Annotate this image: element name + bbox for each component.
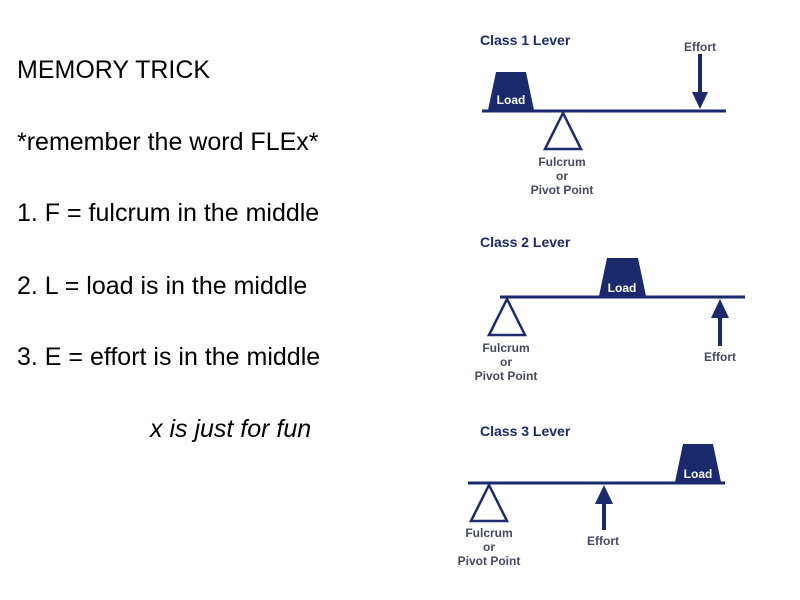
class-3-title: Class 3 Lever [480,423,571,439]
effort-label: Effort [587,534,619,548]
fulcrum-label-or: or [556,169,568,183]
effort-arrow-head [711,299,729,318]
load-label: Load [497,93,526,107]
effort-label: Effort [704,350,736,364]
fulcrum-label: Fulcrum [465,526,512,540]
load-label: Load [608,281,637,295]
load-label: Load [684,467,713,481]
fulcrum-label-pivot: Pivot Point [531,183,594,197]
class-2-title: Class 2 Lever [480,234,571,250]
fulcrum-triangle [468,482,510,523]
footnote: x is just for fun [150,415,312,443]
fulcrum-label-or: or [500,355,512,369]
remember-line: *remember the word FLEx* [17,128,319,156]
fulcrum-label-pivot: Pivot Point [475,369,538,383]
load-block [675,444,721,482]
fulcrum-label: Fulcrum [482,341,529,355]
effort-label: Effort [684,40,716,54]
fulcrum-label-pivot: Pivot Point [458,554,521,568]
rule-load: 2. L = load is in the middle [17,272,308,300]
slide-heading: MEMORY TRICK [17,56,211,84]
effort-arrow-head [595,485,613,504]
load-block [488,72,534,110]
load-block [599,258,646,296]
class-3-lever: Class 3 Lever Load Effort Fulcrum or Piv… [458,423,725,568]
fulcrum-triangle [486,296,528,337]
rule-fulcrum: 1. F = fulcrum in the middle [17,199,320,227]
class-1-title: Class 1 Lever [480,32,571,48]
rule-effort: 3. E = effort is in the middle [17,343,321,371]
fulcrum-triangle [542,110,584,151]
effort-arrow-head [692,92,708,109]
fulcrum-label: Fulcrum [538,155,585,169]
lever-classes-figure: Class 1 Lever Load Effort Fulcrum or Piv… [458,32,745,568]
class-1-lever: Class 1 Lever Load Effort Fulcrum or Piv… [480,32,726,197]
memory-trick-text: MEMORY TRICK *remember the word FLEx* 1.… [17,56,321,443]
fulcrum-label-or: or [483,540,495,554]
class-2-lever: Class 2 Lever Load Effort Fulcrum or Piv… [475,234,745,383]
